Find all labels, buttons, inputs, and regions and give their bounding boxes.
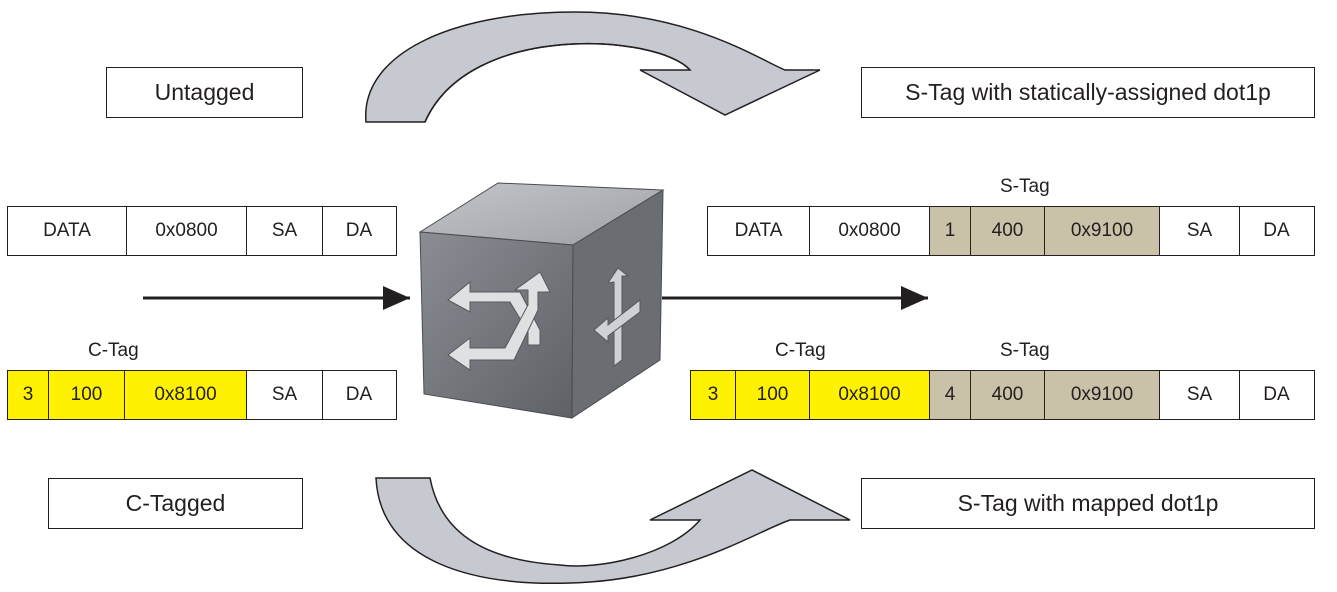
frame-field-tpid: 0x8100 [124,371,246,419]
frame-field-svid: 400 [970,371,1044,419]
untagged-box: Untagged [106,67,303,118]
frame-field-da: DA [322,207,395,255]
frame-field-da: DA [1239,207,1313,255]
stag-bottom-label: S-Tag [1000,340,1050,361]
untagged-input-frame: DATA 0x0800 SA DA [7,206,397,256]
frame-field-stpid: 0x9100 [1044,371,1159,419]
frame-field-ctpid: 0x8100 [809,371,929,419]
frame-field-sa: SA [246,371,322,419]
stag-top-label: S-Tag [1000,176,1050,197]
frame-field-da: DA [322,371,395,419]
frame-field-ethertype: 0x0800 [126,207,246,255]
bottom-curved-arrow [375,469,851,584]
ctag-out-label: C-Tag [775,340,826,361]
ctag-in-label: C-Tag [88,340,139,361]
stag-output-frame: DATA 0x0800 1 400 0x9100 SA DA [707,206,1315,256]
ctagged-label: C-Tagged [125,490,226,516]
frame-field-sa: SA [1159,371,1239,419]
frame-field-stpid: 0x9100 [1044,207,1159,255]
stag-mapped-box: S-Tag with mapped dot1p [861,478,1315,529]
frame-field-vid: 100 [48,371,124,419]
stag-static-box: S-Tag with statically-assigned dot1p [861,67,1315,118]
double-tagged-output-frame: 3 100 0x8100 4 400 0x9100 SA DA [690,370,1315,420]
ctagged-input-frame: 3 100 0x8100 SA DA [7,370,397,420]
frame-field-svid: 400 [970,207,1044,255]
frame-field-cvid: 100 [735,371,809,419]
frame-field-da: DA [1239,371,1313,419]
ctagged-box: C-Tagged [48,478,303,529]
frame-field-sa: SA [246,207,322,255]
frame-field-spcp: 4 [929,371,970,419]
switch-cube-icon [418,182,665,419]
untagged-label: Untagged [154,79,255,105]
frame-field-spcp: 1 [929,207,970,255]
frame-field-data: DATA [43,220,91,241]
stag-static-label: S-Tag with statically-assigned dot1p [905,79,1271,105]
frame-field-cpcp: 3 [691,371,735,419]
top-curved-arrow [365,11,821,123]
stag-mapped-label: S-Tag with mapped dot1p [957,490,1219,516]
frame-field-pcp: 3 [8,371,48,419]
frame-field-data: DATA [734,220,783,241]
frame-field-ethertype: 0x0800 [809,207,929,255]
frame-field-sa: SA [1159,207,1239,255]
